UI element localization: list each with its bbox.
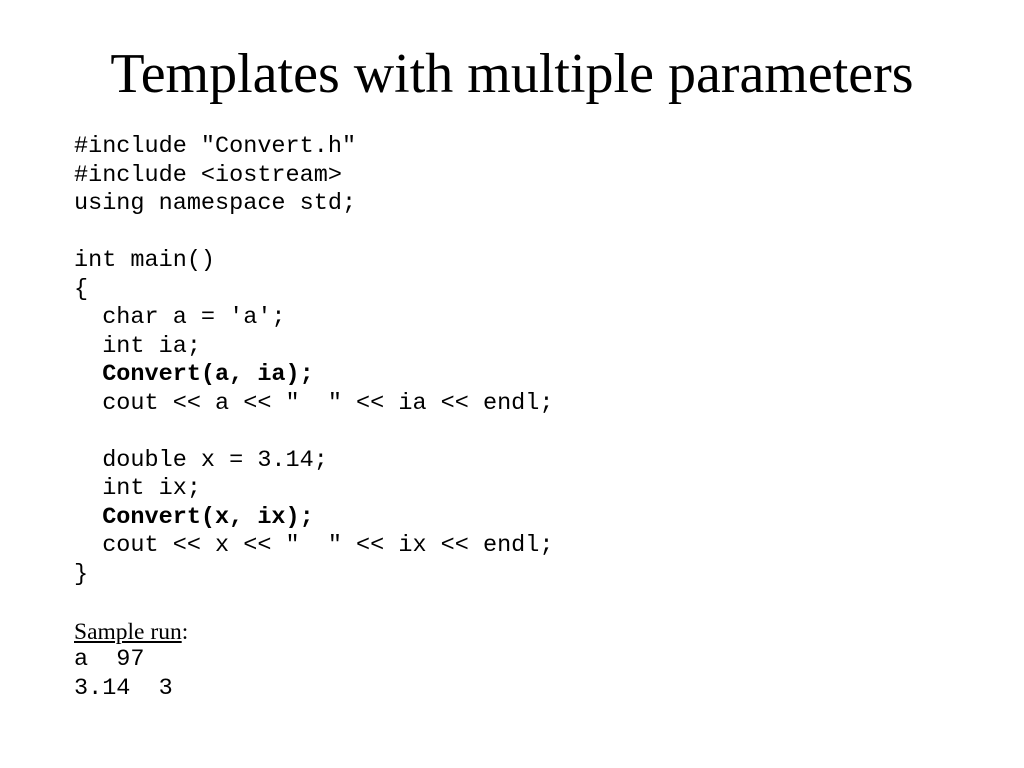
code-line: int ix;	[74, 475, 201, 502]
code-line: {	[74, 275, 89, 303]
blank-line	[74, 589, 974, 618]
code-line: Convert(x, ix);	[74, 503, 314, 531]
code-lines: #include "Convert.h"#include <iostream>u…	[74, 133, 974, 618]
code-line: }	[74, 560, 89, 588]
code-line: using namespace std;	[74, 190, 357, 217]
sample-run-label: Sample run	[74, 618, 182, 645]
blank-line	[74, 219, 974, 248]
code-line: #include <iostream>	[74, 161, 342, 189]
sample-run-heading: Sample run:	[74, 618, 974, 647]
slide-title: Templates with multiple parameters	[110, 43, 914, 105]
code-line: cout << a << " " << ia << endl;	[74, 389, 554, 417]
code-block: #include "Convert.h"#include <iostream>u…	[74, 133, 974, 703]
blank-line	[74, 418, 974, 447]
code-line: char a = 'a';	[74, 304, 286, 331]
code-line: Convert(a, ia);	[74, 361, 314, 388]
code-line: double x = 3.14;	[74, 446, 328, 474]
sample-run-colon: :	[181, 618, 189, 645]
code-line: int ia;	[74, 332, 201, 360]
output-line: a 97	[74, 646, 145, 673]
output-line: 3.14 3	[74, 674, 173, 702]
code-line: cout << x << " " << ix << endl;	[74, 532, 554, 559]
code-line: int main()	[74, 247, 216, 274]
code-line: #include "Convert.h"	[74, 133, 357, 160]
